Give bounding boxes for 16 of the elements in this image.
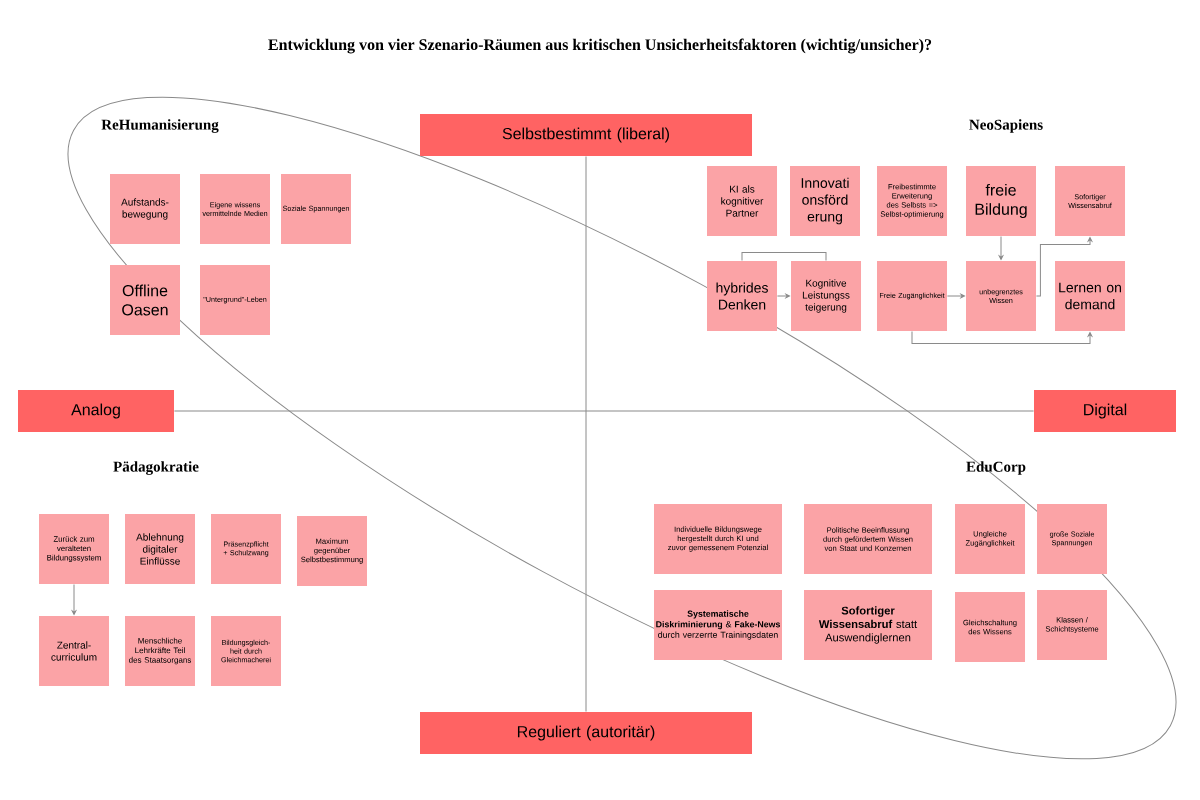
arrow bbox=[946, 293, 965, 299]
arrow bbox=[776, 293, 790, 299]
axis-line bbox=[173, 410, 1035, 412]
axis-label-box: Selbstbestimmt (liberal) bbox=[420, 114, 752, 156]
sticky-note: Offline Oasen bbox=[110, 265, 180, 335]
arrow bbox=[998, 235, 1004, 260]
sticky-note: freie Bildung bbox=[966, 166, 1036, 236]
axis-label-box: Analog bbox=[18, 390, 174, 432]
title: Entwicklung von vier Szenario-Räumen aus kritischen Unsicherheitsfaktoren (wichtig/unsicher)? bbox=[268, 38, 932, 54]
connector-line bbox=[741, 252, 827, 262]
arrow bbox=[71, 583, 77, 615]
arrow bbox=[1035, 237, 1093, 297]
arrow bbox=[911, 330, 1093, 344]
axis-label-box: Digital bbox=[1034, 390, 1176, 432]
axis-line bbox=[585, 155, 587, 713]
axis-label-box: Reguliert (autoritär) bbox=[420, 712, 752, 754]
